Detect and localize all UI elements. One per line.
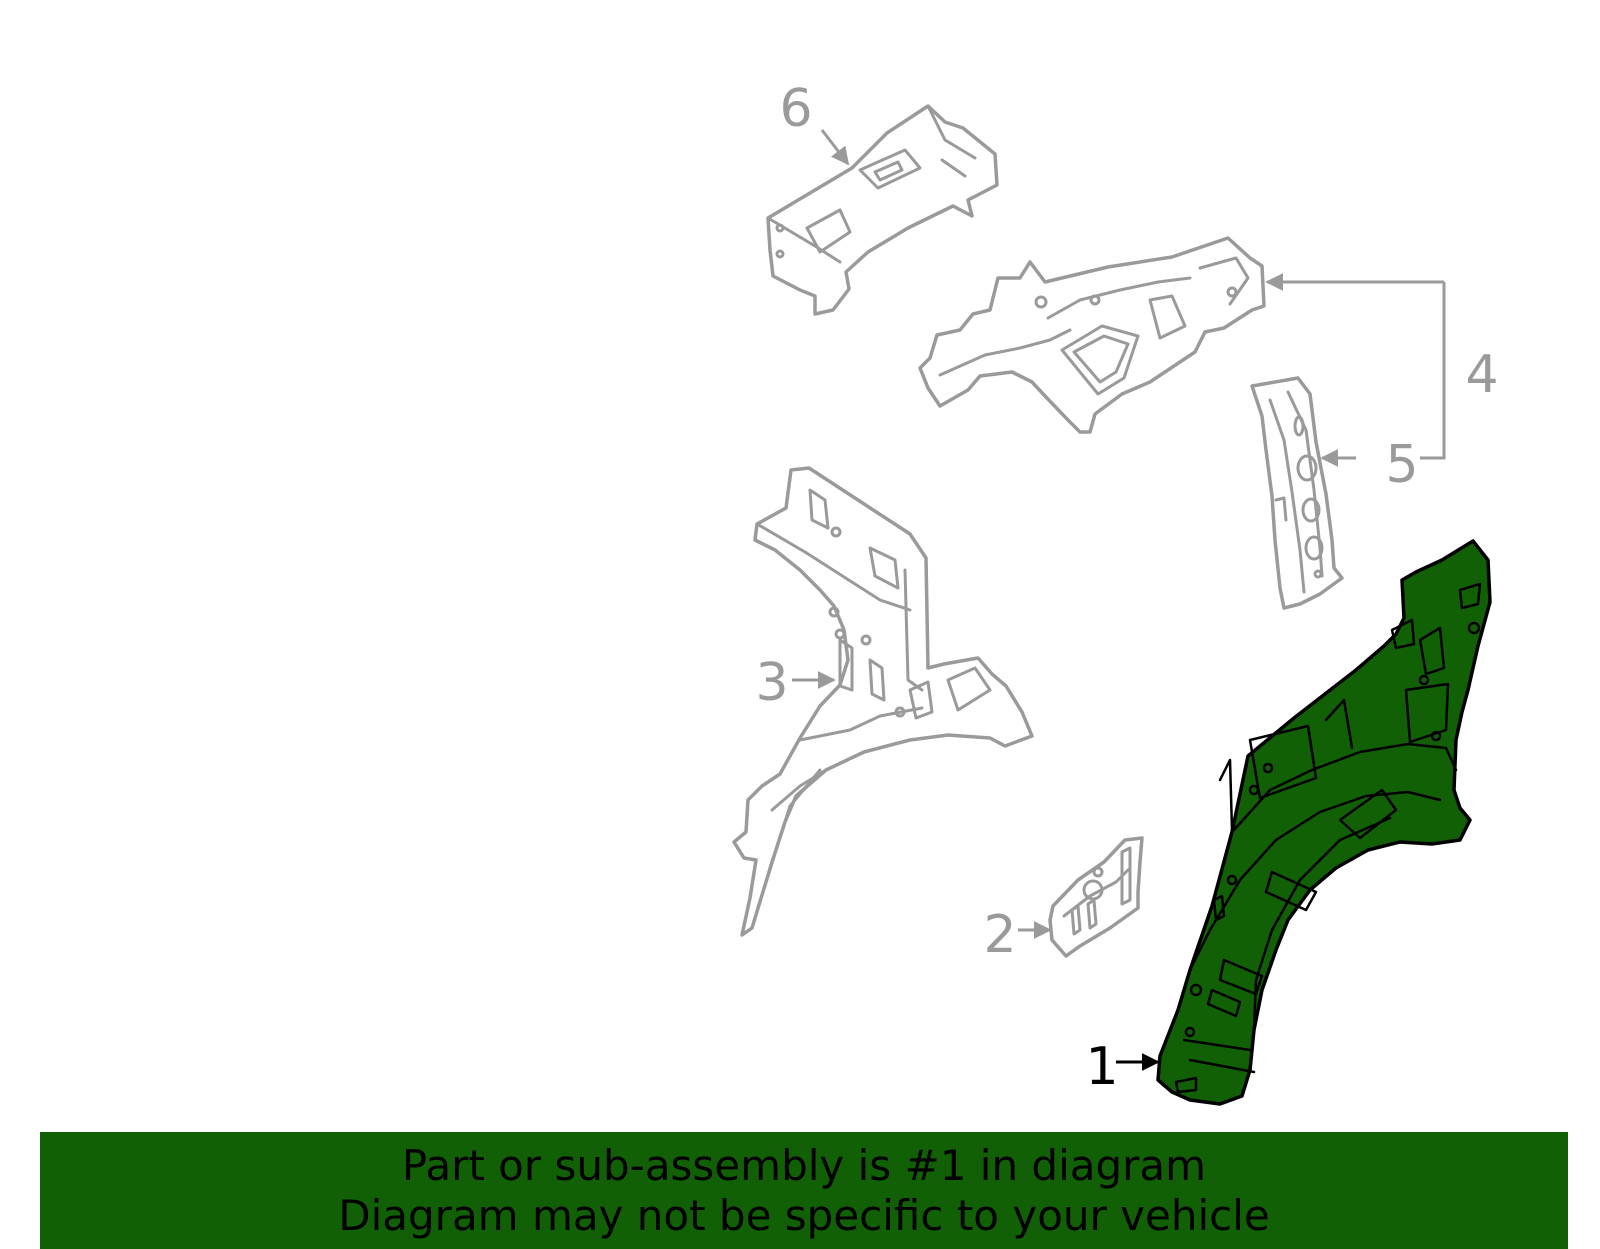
part-3: [732, 466, 1034, 937]
callout-2: 2: [983, 905, 1016, 965]
leader-4-bracket: [1420, 282, 1446, 460]
part-4: [918, 236, 1266, 434]
part-5: [1250, 376, 1344, 610]
part-1: [1156, 539, 1492, 1106]
leader-lines: [792, 129, 1446, 1071]
part-6: [766, 104, 999, 316]
part-2: [1048, 836, 1144, 958]
notice-line-1: Part or sub-assembly is #1 in diagram: [401, 1140, 1207, 1190]
callout-3: 3: [755, 653, 788, 713]
notice-line-2: Diagram may not be specific to your vehi…: [338, 1190, 1270, 1240]
callout-5: 5: [1385, 435, 1418, 495]
callout-6: 6: [779, 79, 812, 139]
notice-banner: Part or sub-assembly is #1 in diagram Di…: [40, 1132, 1568, 1249]
callout-labels: 6 4 5 3 2 1: [755, 79, 1498, 1097]
callout-1: 1: [1085, 1037, 1118, 1097]
leader-6: [820, 129, 850, 166]
parts-diagram: 6 4 5 3 2 1: [732, 79, 1499, 1106]
callout-4: 4: [1465, 345, 1498, 405]
